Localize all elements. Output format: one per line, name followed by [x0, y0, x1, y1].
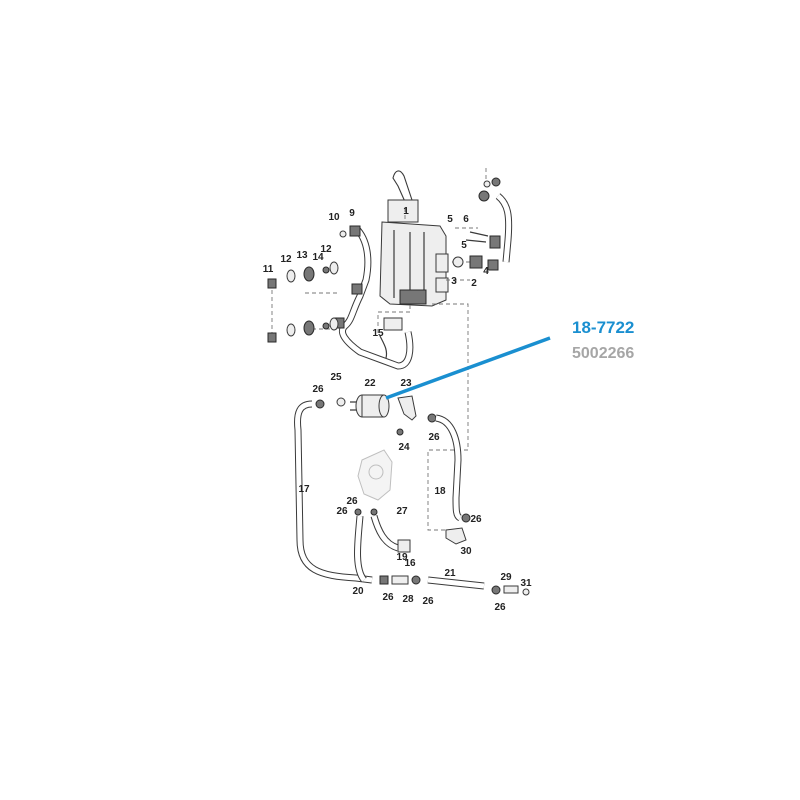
part-label-2: 2 [471, 278, 477, 289]
part-label-13: 13 [296, 250, 308, 261]
part-label-30: 30 [460, 546, 472, 557]
part-label-25: 25 [330, 372, 342, 383]
part-label-15: 15 [372, 328, 384, 339]
filter-bracket [396, 395, 417, 436]
part-label-19: 19 [396, 552, 408, 563]
part-label-26a: 26 [312, 384, 324, 395]
part-label-5b: 5 [461, 240, 467, 251]
part-label-22: 22 [364, 378, 376, 389]
part-label-12a: 12 [280, 254, 292, 265]
part-label-17: 17 [298, 484, 310, 495]
part-label-6: 6 [463, 214, 469, 225]
fuel-filter [350, 394, 390, 418]
part-label-20: 20 [352, 586, 364, 597]
part-label-10: 10 [328, 212, 340, 223]
part-label-28: 28 [402, 594, 414, 605]
part-label-9: 9 [349, 208, 355, 219]
part-label-26f: 26 [382, 592, 394, 603]
part-label-5a: 5 [447, 214, 453, 225]
part-label-3: 3 [451, 276, 457, 287]
part-label-26b: 26 [428, 432, 440, 443]
part-label-21: 21 [444, 568, 456, 579]
fuel-pump [357, 449, 393, 501]
callout-alt-number: 5002266 [572, 345, 635, 362]
part-label-27: 27 [396, 506, 408, 517]
clamp-25 [336, 397, 346, 407]
callout-leader-line [385, 336, 551, 400]
part-label-4: 4 [483, 266, 489, 277]
mounting-hardware [267, 261, 339, 343]
part-label-24: 24 [398, 442, 410, 453]
part-label-16: 16 [404, 558, 416, 569]
part-label-26d: 26 [336, 506, 348, 517]
part-label-11: 11 [263, 264, 274, 275]
part-label-26e: 26 [470, 514, 482, 525]
part-label-26c: 26 [346, 496, 358, 507]
part-label-14: 14 [312, 252, 324, 263]
part-label-29: 29 [500, 572, 512, 583]
part-label-26h: 26 [494, 602, 506, 613]
vapor-separator-tank [379, 170, 449, 307]
part-label-12b: 12 [320, 244, 332, 255]
part-label-26g: 26 [422, 596, 434, 607]
part-label-1: 1 [403, 206, 409, 217]
left-upper-hose [333, 225, 414, 370]
part-label-23: 23 [400, 378, 412, 389]
part-label-18: 18 [434, 486, 446, 497]
part-label-31: 31 [520, 578, 532, 589]
upper-right-hose-assembly [452, 177, 525, 294]
callout-part-number: 18-7722 [572, 318, 635, 337]
